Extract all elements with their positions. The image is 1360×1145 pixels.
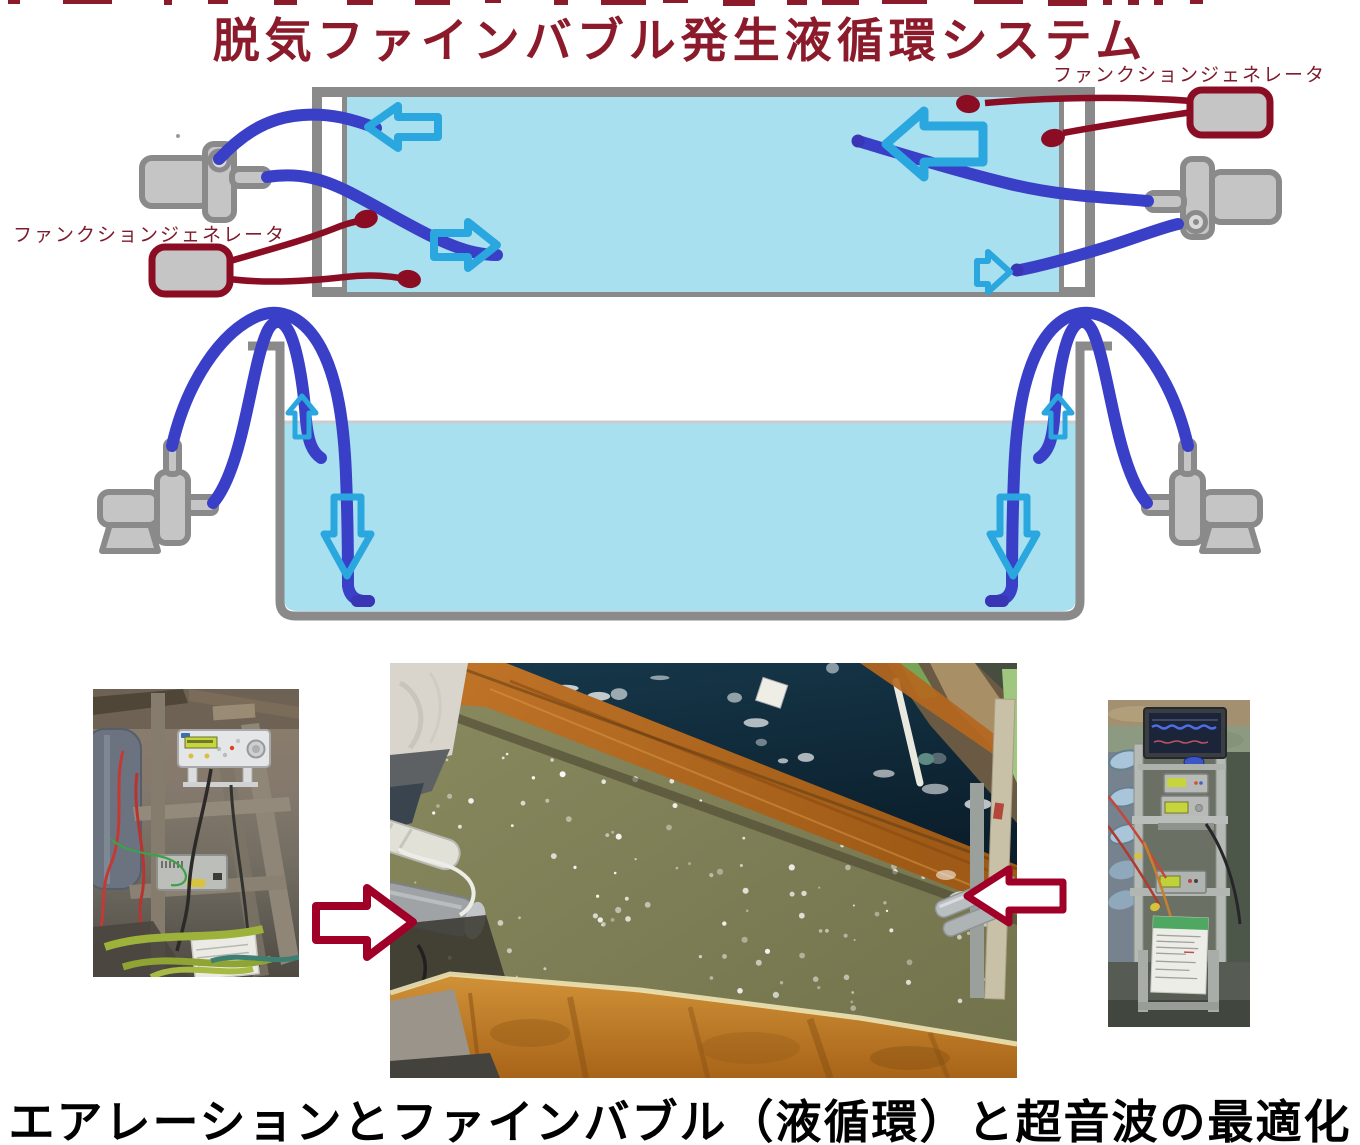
middle-tank — [248, 341, 1112, 621]
right-pump-icon — [1141, 438, 1263, 554]
flow-arrow-left-icon — [881, 106, 988, 182]
flow-arrow-down-icon — [986, 493, 1041, 580]
photo-arrow-left-icon — [963, 865, 1067, 927]
monitor-photo — [1143, 707, 1227, 759]
tube-end — [1010, 263, 1024, 277]
connector-dot — [956, 94, 980, 114]
tube — [1014, 218, 1184, 276]
middle-tank-water — [284, 421, 1076, 611]
tube — [985, 306, 1194, 607]
tube-end — [851, 134, 865, 148]
photo-right-rack — [1108, 700, 1250, 1027]
function-generator-left-icon — [148, 209, 421, 298]
top-edge-fragments — [8, 0, 1203, 6]
connector-dot — [354, 209, 378, 229]
middle-tank-flow-arrows — [285, 393, 1075, 580]
middle-tank-walls — [248, 341, 1112, 621]
checklist-paper-photo — [1150, 915, 1209, 995]
signal-cable — [984, 94, 1193, 107]
flow-arrow-up-icon — [285, 393, 319, 440]
page-caption: エアレーションとファインバブル（液循環）と超音波の最適化 — [8, 1096, 1352, 1145]
function-generator-photo — [177, 729, 271, 787]
middle-tank-tubes — [166, 306, 1194, 607]
tube — [166, 306, 375, 607]
connector-dot — [397, 269, 421, 289]
flow-arrow-right-icon — [974, 249, 1013, 295]
function-generator-right-icon — [956, 86, 1274, 148]
far-tank-edge — [860, 663, 1014, 759]
signal-cable — [1062, 108, 1193, 137]
signal-cable — [229, 272, 401, 285]
speck — [176, 134, 180, 138]
tube — [207, 316, 327, 509]
flow-arrow-down-icon — [320, 493, 375, 580]
flow-arrow-right-icon — [430, 218, 501, 272]
instrument-photo — [1155, 870, 1207, 894]
flow-arrow-left-icon — [364, 102, 442, 152]
photo-center-tank — [390, 663, 1017, 1078]
top-tank-flow-arrows — [364, 102, 1013, 295]
function-generator-label-right: ファンクションジェネレータ — [1053, 65, 1327, 86]
connector-dot — [1041, 128, 1065, 148]
photo-arrow-right-icon — [312, 884, 417, 961]
photo-left-equipment — [93, 689, 299, 977]
tube — [1033, 316, 1153, 509]
right-transducer-icon — [1144, 156, 1282, 240]
instrument-photo — [1163, 773, 1209, 794]
tube — [213, 108, 382, 165]
near-tank-edge — [390, 975, 1017, 1078]
signal-cable — [229, 217, 361, 265]
flow-arrow-up-icon — [1041, 393, 1075, 440]
left-pump-icon — [97, 438, 219, 554]
page-title: 脱気ファインバブル発生液循環システム — [212, 14, 1148, 67]
function-generator-label-left: ファンクションジェネレータ — [13, 225, 287, 246]
left-transducer-icon — [139, 141, 272, 223]
